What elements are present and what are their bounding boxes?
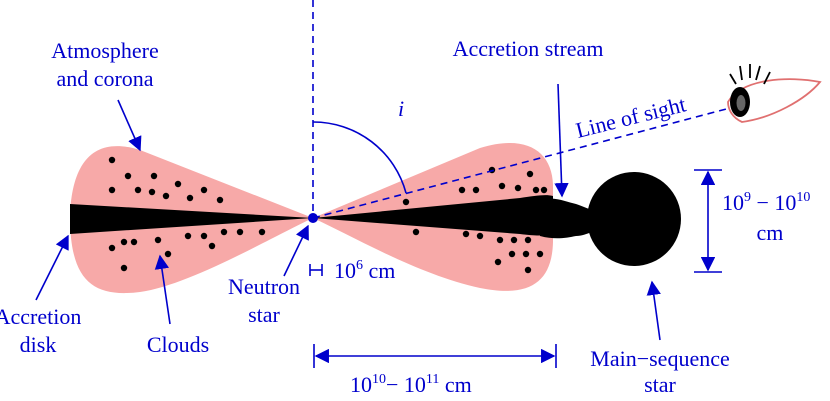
accretion-stream-label: Accretion stream xyxy=(453,36,604,61)
eye-icon xyxy=(727,64,822,123)
arrow-accretion-disk xyxy=(35,234,69,301)
neutron-star-label-line1: Neutron xyxy=(228,274,300,299)
atmosphere-label-line1: Atmosphere xyxy=(51,38,159,63)
arrow-atmosphere xyxy=(117,99,142,152)
ns-scale-label: 106 cm xyxy=(334,258,395,283)
clouds-label: Clouds xyxy=(147,332,209,357)
main-sequence-star xyxy=(587,172,681,266)
accretion-disk-left xyxy=(70,204,313,234)
line-of-sight-label: Line of sight xyxy=(573,91,688,142)
arrow-accretion-stream xyxy=(554,83,569,198)
star-size-label-line2: cm xyxy=(757,220,784,245)
main-sequence-label-line1: Main−sequence xyxy=(590,346,729,371)
clouds xyxy=(108,156,548,274)
accretion-disk-right xyxy=(313,195,553,236)
neutron-star xyxy=(308,213,318,223)
atmosphere-label-line2: and corona xyxy=(56,66,153,91)
main-sequence-label-line2: star xyxy=(644,372,676,397)
accretion-disk-label-line2: disk xyxy=(20,332,57,357)
inclination-arc xyxy=(312,121,407,194)
inclination-label: i xyxy=(398,96,404,121)
separation-label: 1010− 1011 cm xyxy=(350,372,472,397)
accretion-stream xyxy=(540,198,592,239)
neutron-star-label-line2: star xyxy=(248,302,280,327)
arrow-neutron-star xyxy=(283,224,309,277)
accretion-disk-label-line1: Accretion xyxy=(0,304,81,329)
star-size-label-line1: 109 − 1010 xyxy=(722,190,810,215)
arrow-main-sequence xyxy=(646,280,661,341)
arrow-clouds xyxy=(154,254,171,325)
